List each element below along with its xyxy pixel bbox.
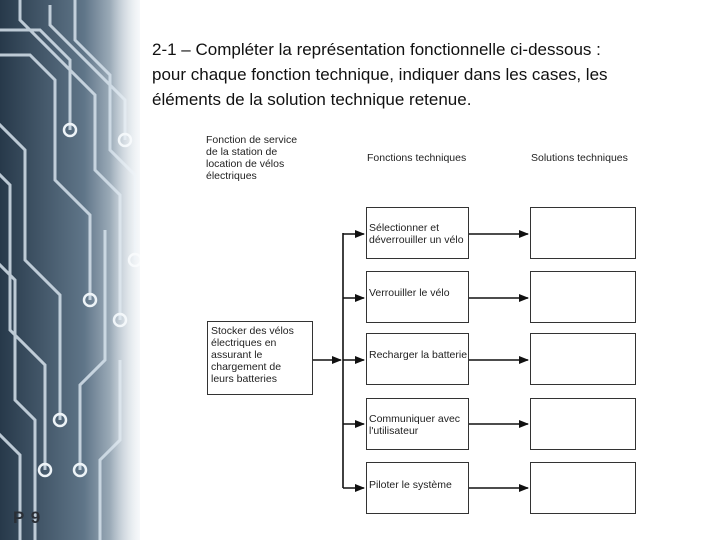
technical-function-box: Piloter le système <box>366 462 469 514</box>
instruction-line-2: pour chaque fonction technique, indiquer… <box>152 62 707 87</box>
technical-function-line: Recharger la batterie <box>369 349 467 361</box>
service-function-line: chargement de <box>211 361 294 373</box>
technical-function-line: Verrouiller le vélo <box>369 287 450 299</box>
background-fade <box>110 0 150 540</box>
solution-answer-box[interactable] <box>530 271 636 323</box>
service-header-line: électriques <box>206 170 297 182</box>
technical-function-box: Recharger la batterie <box>366 333 469 385</box>
service-function-line: leurs batteries <box>211 373 294 385</box>
instruction-line-3: éléments de la solution technique retenu… <box>152 87 707 112</box>
technical-function-box: Communiquer avec l'utilisateur <box>366 398 469 450</box>
service-function-box: Stocker des vélos électriques en assuran… <box>207 321 313 395</box>
service-function-line: assurant le <box>211 349 294 361</box>
solutions-column-header: Solutions techniques <box>531 152 628 164</box>
technical-function-box: Verrouiller le vélo <box>366 271 469 323</box>
service-header-line: location de vélos <box>206 158 297 170</box>
solution-answer-box[interactable] <box>530 333 636 385</box>
service-header-line: Fonction de service <box>206 134 297 146</box>
instruction-line-1: 2-1 – Compléter la représentation foncti… <box>152 37 707 62</box>
solution-answer-box[interactable] <box>530 398 636 450</box>
service-header: Fonction de service de la station de loc… <box>206 134 297 182</box>
technical-function-line: Piloter le système <box>369 479 452 491</box>
service-function-line: électriques en <box>211 337 294 349</box>
service-function-line: Stocker des vélos <box>211 325 294 337</box>
instruction-text: 2-1 – Compléter la représentation foncti… <box>152 37 707 112</box>
solution-answer-box[interactable] <box>530 207 636 259</box>
technical-function-line: Communiquer avec <box>369 413 460 425</box>
page-number: P 9 <box>13 508 41 528</box>
solution-answer-box[interactable] <box>530 462 636 514</box>
technical-function-box: Sélectionner et déverrouiller un vélo <box>366 207 469 259</box>
service-header-line: de la station de <box>206 146 297 158</box>
technical-function-line: Sélectionner et <box>369 222 464 234</box>
functions-column-header: Fonctions techniques <box>367 152 466 164</box>
technical-function-line: déverrouiller un vélo <box>369 234 464 246</box>
technical-function-line: l'utilisateur <box>369 425 460 437</box>
